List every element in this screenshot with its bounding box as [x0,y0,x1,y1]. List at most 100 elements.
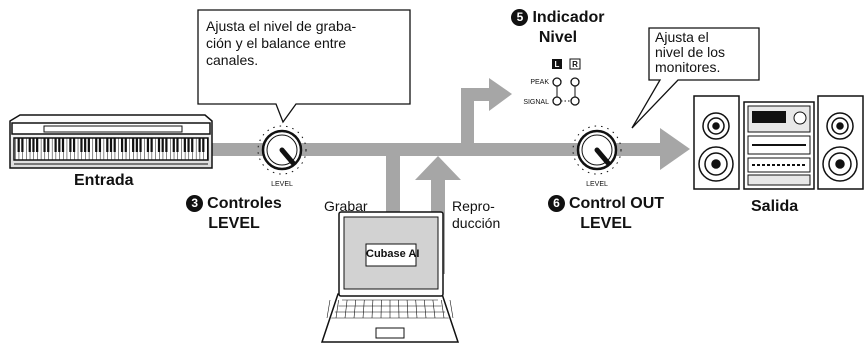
laptop-key-column [371,299,374,319]
black-key [139,138,142,152]
black-key [124,138,127,152]
out-level-knob: LEVEL [572,125,622,188]
record-label: Grabar [324,198,368,214]
black-key [54,138,57,152]
white-key-divider [181,138,182,160]
laptop-key-column [326,299,331,319]
white-key-divider [129,138,130,160]
indicator-arrow [489,78,512,111]
peak-led-right [570,77,580,87]
black-key [36,138,39,152]
white-key-divider [15,138,16,160]
meter-left-badge [552,59,562,69]
laptop-key-column [441,299,445,319]
meter-right-badge [569,58,581,70]
laptop-key-column [353,299,356,319]
black-key [198,138,201,152]
black-key [80,138,83,152]
svg-text:L: L [555,60,560,69]
black-key [43,138,46,152]
black-key [95,138,98,152]
signal-led-right [570,96,580,106]
input-label: Entrada [74,172,134,189]
laptop-key-column [432,299,436,319]
black-key [176,138,179,152]
black-key [202,138,205,152]
black-key [28,138,31,152]
laptop-key-column [362,299,365,319]
black-key [58,138,61,152]
output-label: Salida [751,198,799,215]
black-key [120,138,124,152]
white-key-divider [103,138,105,160]
black-key [135,138,138,152]
level-knob: LEVEL [257,125,307,188]
white-key-divider [155,138,156,160]
callout-box-out [631,27,760,129]
laptop-key-column [335,299,339,319]
playback-arrow [415,156,461,180]
black-key [191,138,194,152]
svg-text:SIGNAL: SIGNAL [523,99,549,106]
laptop-key-column [424,299,427,319]
black-key [132,138,135,152]
white-key-divider [170,138,171,160]
black-key [87,138,90,152]
black-key [109,138,113,152]
black-key [187,138,190,152]
white-key-divider [207,138,208,160]
black-key [146,138,150,152]
out-level-number: 6 [547,195,565,212]
callout-box-level [197,9,411,124]
white-key-divider [51,138,53,160]
black-key [72,138,76,152]
white-key-divider [77,138,79,160]
laptop-key-column [344,299,348,319]
black-key [165,138,168,152]
white-key-divider [40,138,42,160]
laptop-key-column [406,299,409,319]
svg-text:R: R [572,60,578,69]
signal-led-left [552,96,562,106]
laptop-key-column [415,299,418,319]
white-key-divider [195,138,197,160]
speaker-system-icon [693,95,864,190]
playback-label: Repro- ducción [452,198,501,231]
black-key [69,138,72,152]
black-key [106,138,109,152]
peak-led-left [552,77,562,87]
svg-text:PEAK: PEAK [530,79,549,86]
black-key [150,138,153,152]
black-key [183,138,186,152]
black-key [17,138,20,152]
black-key [157,138,161,152]
out-level-note: Ajusta el nivel de los monitores. [655,29,726,75]
white-key-divider [66,138,68,160]
laptop-key-column [449,299,454,319]
keyboard-icon [9,114,213,169]
level-controls-note: Ajusta el nivel de graba- ción y el bala… [206,18,357,68]
laptop-icon [320,211,460,343]
black-key [113,138,116,152]
white-key-divider [92,138,94,160]
black-key [161,138,164,152]
software-label: Cubase AI [366,248,420,260]
black-key [32,138,35,152]
level-meter: L R PEAK SIGNAL [523,58,581,106]
level-controls-number: 3 [186,195,204,212]
white-key-divider [144,138,145,160]
output-arrow [660,128,690,170]
white-key-divider [26,138,27,160]
black-key [61,138,65,152]
white-key-divider [118,138,119,160]
black-key [98,138,102,152]
black-key [84,138,87,152]
svg-text:LEVEL: LEVEL [586,181,608,188]
svg-text:LEVEL: LEVEL [271,181,293,188]
black-key [21,138,24,152]
black-key [172,138,175,152]
